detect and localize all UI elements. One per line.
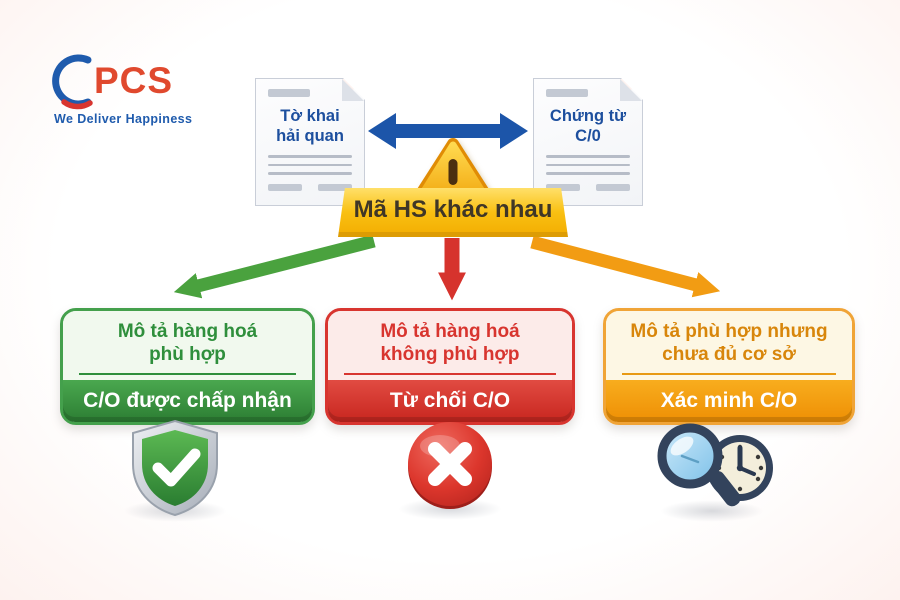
outcome-condition-text: Mô tả hàng hoá phù hợp xyxy=(63,320,312,366)
document-right-title-line2: C/0 xyxy=(575,127,601,146)
divider-line xyxy=(344,373,556,376)
condition-line2: chưa đủ cơ sở xyxy=(662,344,796,365)
outcome-result-band: C/O được chấp nhận xyxy=(63,380,312,422)
text-line-placeholder xyxy=(546,172,630,175)
condition-line1: Mô tả hàng hoá xyxy=(380,320,520,342)
document-left-title-line1: Tờ khai xyxy=(280,107,340,125)
icon-shadow xyxy=(660,500,764,522)
shield-check-icon xyxy=(132,419,218,517)
document-left-title-line2: hải quan xyxy=(276,127,344,146)
divider-line xyxy=(622,373,836,376)
outcome-box-verify: Mô tả phù hợp nhưng chưa đủ cơ sở Xác mi… xyxy=(603,308,855,425)
text-bar-placeholder xyxy=(546,89,588,97)
document-left-title: Tờ khai hải quan xyxy=(268,106,352,146)
text-line-placeholder xyxy=(546,155,630,158)
outcome-condition-area: Mô tả hàng hoá phù hợp xyxy=(63,311,312,380)
text-bar-placeholder xyxy=(318,184,352,191)
outcome-box-accepted: Mô tả hàng hoá phù hợp C/O được chấp nhậ… xyxy=(60,308,315,425)
outcome-result-band: Xác minh C/O xyxy=(606,380,852,422)
hs-code-banner-label: Mã HS khác nhau xyxy=(353,196,553,223)
pcs-logo-text: PCS xyxy=(94,60,174,101)
cross-circle-icon xyxy=(408,422,492,509)
condition-line1: Mô tả hàng hoá xyxy=(117,320,258,342)
text-bar-row xyxy=(546,184,630,191)
outcome-condition-text: Mô tả hàng hoá không phù hợp xyxy=(328,320,572,366)
text-line-placeholder xyxy=(546,164,630,167)
divider-line xyxy=(79,373,296,376)
pcs-logo: PCS We Deliver Happiness xyxy=(48,52,208,126)
outcome-result-band: Từ chối C/O xyxy=(328,380,572,422)
condition-line1: Mô tả phù hợp nhưng xyxy=(630,320,828,342)
branch-arrow-orange-icon xyxy=(530,235,721,298)
outcome-condition-area: Mô tả phù hợp nhưng chưa đủ cơ sở xyxy=(606,311,852,380)
outcome-condition-text: Mô tả phù hợp nhưng chưa đủ cơ sở xyxy=(606,320,852,366)
outcome-condition-area: Mô tả hàng hoá không phù hợp xyxy=(328,311,572,380)
text-bar-placeholder xyxy=(268,184,302,191)
hs-code-banner: Mã HS khác nhau xyxy=(338,188,568,237)
document-right-title-line1: Chứng từ xyxy=(549,107,627,125)
magnifier-clock-icon xyxy=(657,423,773,507)
text-bar-placeholder xyxy=(546,184,580,191)
text-bar-placeholder xyxy=(268,89,310,97)
pcs-logo-row: PCS xyxy=(48,52,208,110)
document-co-certificate: Chứng từ C/0 xyxy=(533,78,643,206)
condition-line2: phù hợp xyxy=(149,344,226,365)
pcs-crescent-icon xyxy=(52,54,93,110)
text-bar-placeholder xyxy=(596,184,630,191)
branch-arrow-green-icon xyxy=(173,234,376,299)
text-bar-row xyxy=(268,184,352,191)
text-line-placeholder xyxy=(268,155,352,158)
outcome-box-rejected: Mô tả hàng hoá không phù hợp Từ chối C/O xyxy=(325,308,575,425)
text-line-placeholder xyxy=(268,164,352,167)
condition-line2: không phù hợp xyxy=(380,344,520,365)
document-right-title: Chứng từ C/0 xyxy=(546,106,630,146)
text-line-placeholder xyxy=(268,172,352,175)
compare-double-arrow-icon xyxy=(368,113,528,149)
pcs-logo-tagline: We Deliver Happiness xyxy=(54,112,193,126)
